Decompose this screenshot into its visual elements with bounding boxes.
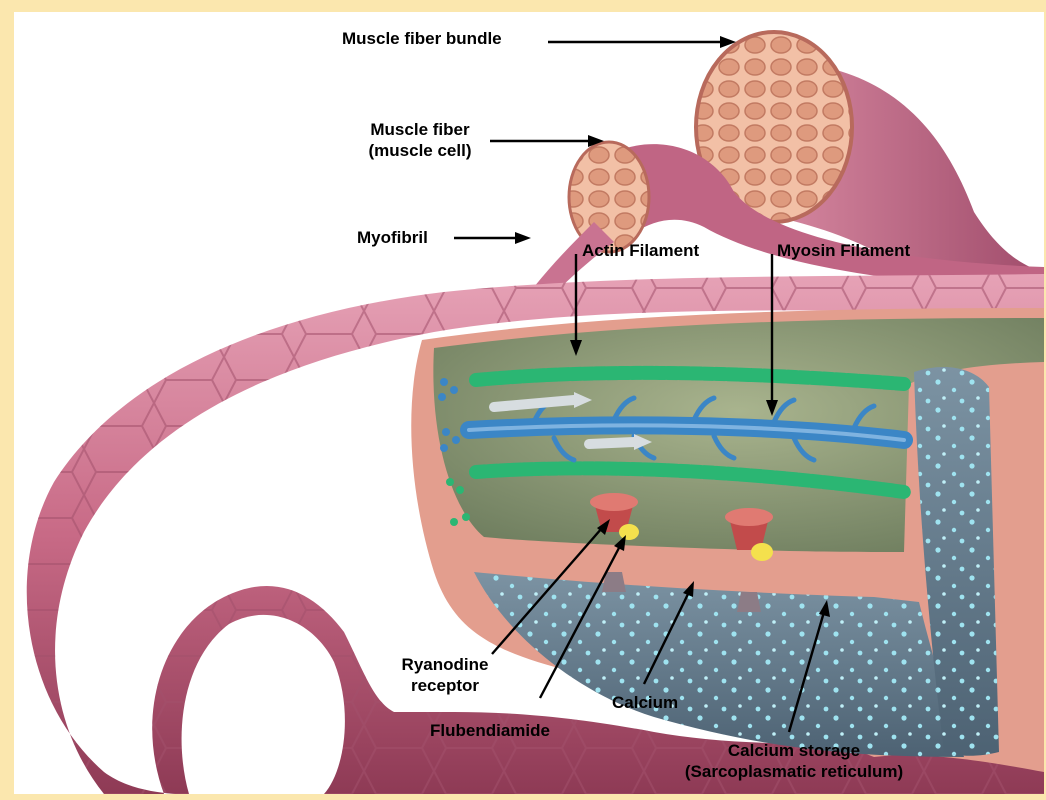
label-calcium-storage-line1: Calcium storage xyxy=(654,740,934,761)
label-calcium-storage: Calcium storage (Sarcoplasmatic reticulu… xyxy=(654,740,934,782)
label-muscle-fiber: Muscle fiber (muscle cell) xyxy=(352,119,488,161)
label-myosin-filament: Myosin Filament xyxy=(777,240,910,261)
label-muscle-fiber-line1: Muscle fiber xyxy=(352,119,488,140)
label-ryanodine-receptor: Ryanodine receptor xyxy=(390,654,500,696)
label-muscle-fiber-line2: (muscle cell) xyxy=(352,140,488,161)
label-flubendiamide: Flubendiamide xyxy=(430,720,550,741)
label-myofibril: Myofibril xyxy=(357,227,428,248)
diagram-frame: Muscle fiber bundle Muscle fiber (muscle… xyxy=(14,12,1044,794)
muscle-anatomy-illustration xyxy=(14,12,1044,794)
label-muscle-fiber-bundle: Muscle fiber bundle xyxy=(342,28,502,49)
label-actin-filament: Actin Filament xyxy=(582,240,699,261)
label-ryanodine-line2: receptor xyxy=(390,675,500,696)
label-calcium: Calcium xyxy=(612,692,678,713)
label-calcium-storage-line2: (Sarcoplasmatic reticulum) xyxy=(654,761,934,782)
label-ryanodine-line1: Ryanodine xyxy=(390,654,500,675)
